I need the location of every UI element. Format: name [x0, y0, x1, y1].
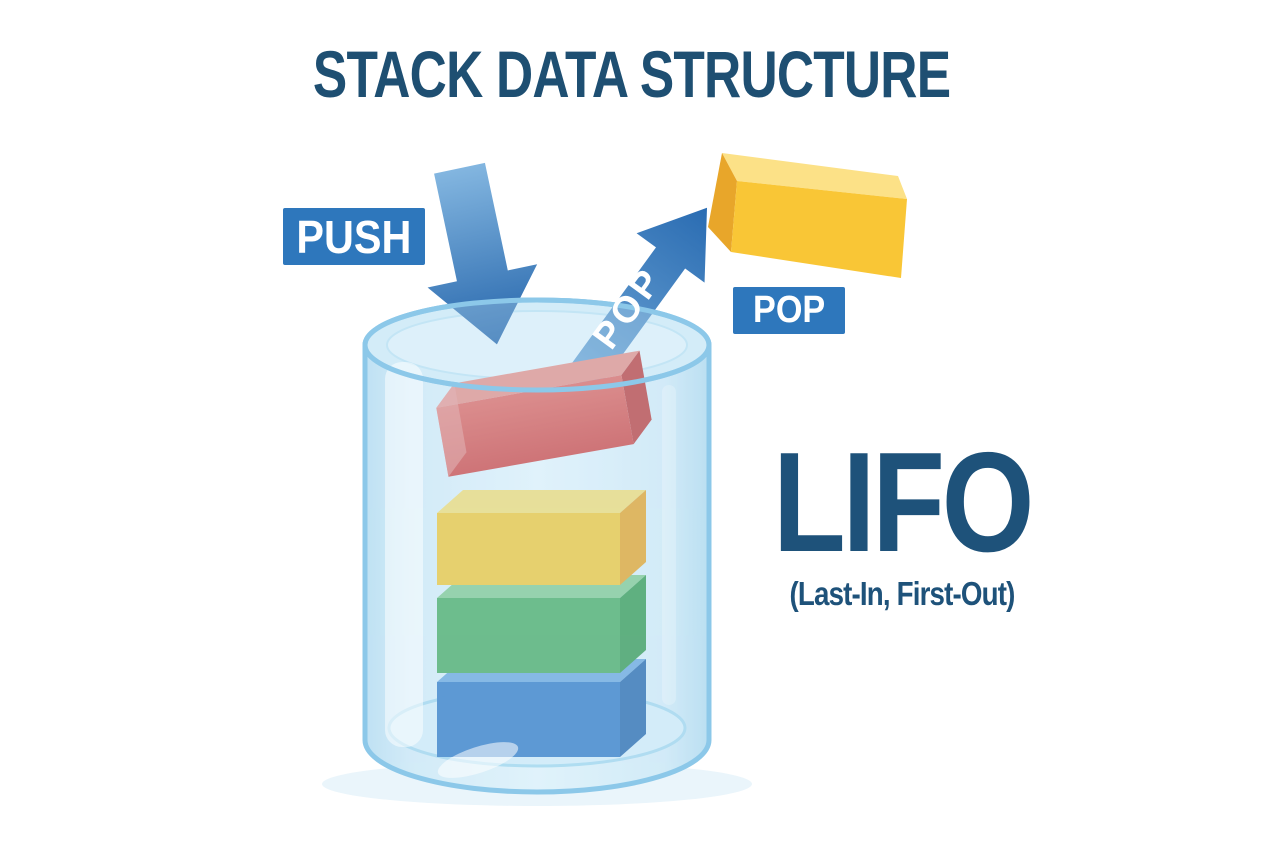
lifo-principle: LIFO (Last-In, First-Out) — [759, 423, 1045, 613]
page-title: STACK DATA STRUCTURE — [0, 36, 1264, 112]
glass-outline — [362, 297, 712, 795]
push-label-text: PUSH — [296, 210, 412, 263]
page-title-text: STACK DATA STRUCTURE — [313, 37, 951, 111]
lifo-acronym: LIFO — [772, 423, 1035, 582]
pop-arrow-icon — [565, 207, 708, 394]
stack-block-green — [437, 575, 646, 673]
pop-label-text: POP — [752, 289, 826, 331]
lifo-caption: (Last-In, First-Out) — [789, 574, 1016, 612]
incoming-block-red — [436, 350, 652, 477]
outgoing-block-yellow — [708, 153, 907, 278]
pop-label: POP — [733, 287, 845, 334]
push-label: PUSH — [283, 208, 425, 265]
stack-block-yellow — [437, 490, 646, 585]
glass-highlight — [385, 362, 676, 778]
